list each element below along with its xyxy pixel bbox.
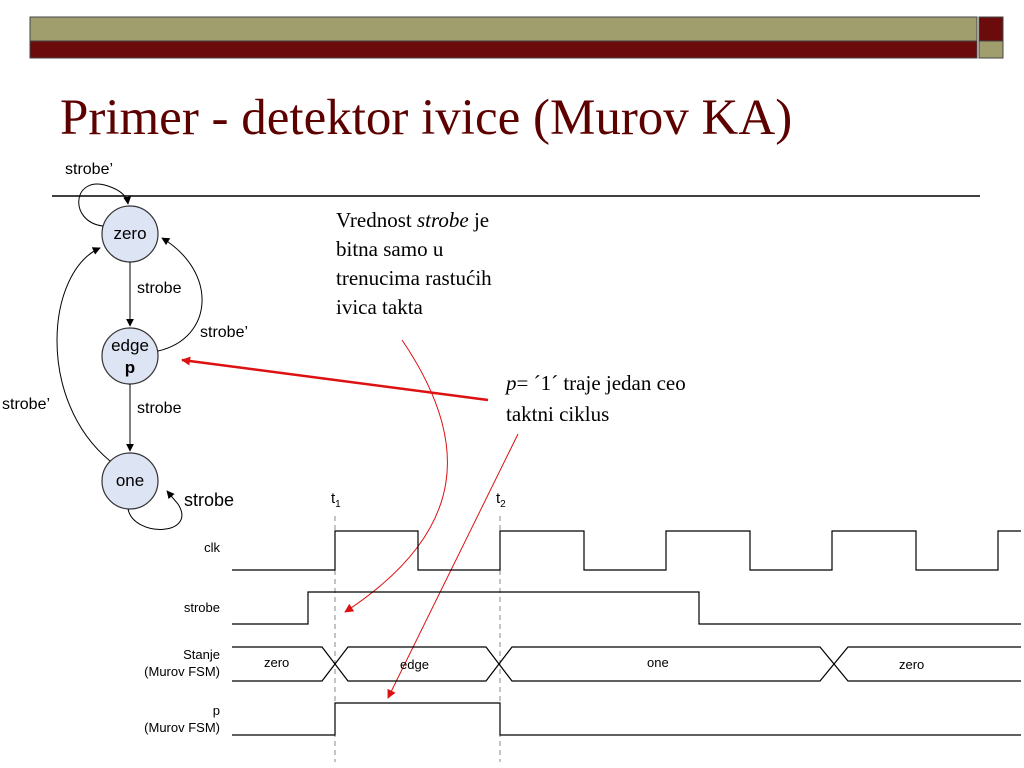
header-bar xyxy=(29,16,1004,59)
signal-clk-label: clk xyxy=(204,540,220,555)
fsm-transitions xyxy=(56,183,203,530)
note-strobe-line1: Vrednost strobe je xyxy=(336,208,490,232)
state-value-zero-2: zero xyxy=(899,657,925,672)
signal-strobe-label: strobe xyxy=(183,600,220,615)
note-p-line1: p= ´1´ traje jedan ceo xyxy=(506,371,686,395)
note-p-line2: taktni ciklus xyxy=(506,402,610,426)
zero-self-loop xyxy=(78,183,132,227)
p-wave xyxy=(232,702,1021,736)
state-value-edge: edge xyxy=(400,657,429,672)
arrow-to-strobe xyxy=(344,339,448,613)
header-corner-maroon xyxy=(978,16,1004,42)
edge-to-zero xyxy=(157,237,203,352)
state-edge-label: edge xyxy=(111,336,149,355)
zero-loop-label: strobe’ xyxy=(65,161,114,178)
clk-wave xyxy=(232,530,1021,571)
one-loop-label: strobe xyxy=(184,490,235,510)
note-strobe-line4: ivica takta xyxy=(336,295,423,319)
note-strobe-line3: trenucima rastućih xyxy=(336,266,492,290)
strobe-wave xyxy=(232,591,1021,625)
state-value-zero: zero xyxy=(264,655,290,670)
one-to-zero xyxy=(56,247,111,462)
header-olive-bar xyxy=(29,16,978,42)
state-zero-label: zero xyxy=(113,224,147,243)
edge-zero-label: strobe’ xyxy=(200,324,249,341)
state-value-one: one xyxy=(647,655,669,670)
state-bus-wave xyxy=(232,646,1021,682)
arrow-to-edge-state xyxy=(181,356,489,402)
one-self-loop xyxy=(127,490,183,530)
zero-edge-label: strobe xyxy=(137,280,182,297)
annotation-arrows xyxy=(181,339,519,699)
header-corner-olive xyxy=(978,40,1004,59)
waveforms xyxy=(232,530,1021,736)
state-one xyxy=(101,452,159,510)
note-strobe: Vrednost strobe je bitna samo u trenucim… xyxy=(336,206,492,322)
note-p: p= ´1´ traje jedan ceo taktni ciklus xyxy=(506,368,686,430)
note-strobe-line2: bitna samo u xyxy=(336,237,444,261)
one-zero-label: strobe’ xyxy=(2,396,51,413)
signal-state-label: Stanje (Murov FSM) xyxy=(144,647,220,679)
page-title: Primer - detektor ivice (Murov KA) xyxy=(60,90,793,146)
header-maroon-bar xyxy=(29,40,978,59)
state-one-label: one xyxy=(115,471,145,490)
t2-label: t2 xyxy=(496,490,506,510)
signal-p-label: p (Murov FSM) xyxy=(144,703,220,735)
edge-one-label: strobe xyxy=(137,400,182,417)
state-edge-output: p xyxy=(124,358,136,377)
arrow-to-p xyxy=(387,433,519,699)
t1-label: t1 xyxy=(331,490,341,510)
